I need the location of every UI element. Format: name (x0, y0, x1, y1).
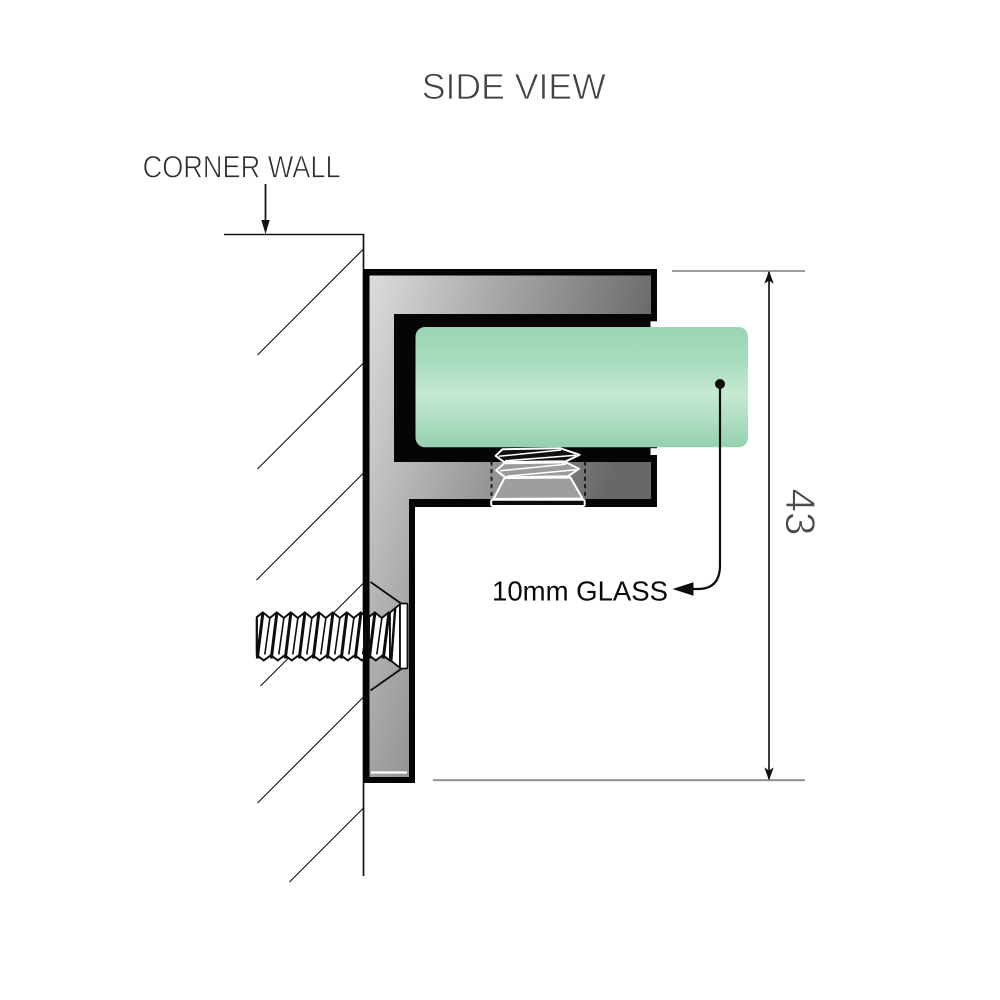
svg-text:SIDE VIEW: SIDE VIEW (422, 66, 607, 107)
svg-text:43: 43 (777, 489, 824, 536)
svg-text:CORNER WALL: CORNER WALL (143, 148, 341, 184)
svg-text:10mm GLASS: 10mm GLASS (492, 575, 668, 606)
